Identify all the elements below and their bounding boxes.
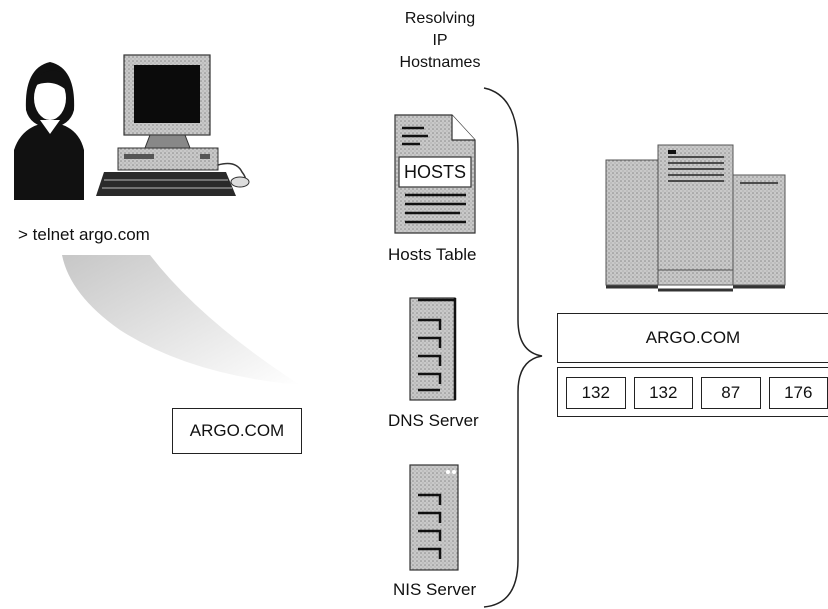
heading-line-3: Hostnames	[399, 54, 481, 71]
ip-octet-4: 176	[768, 377, 828, 409]
nis-server-icon	[409, 464, 459, 571]
dns-server-icon	[409, 297, 457, 401]
user-icon	[14, 45, 84, 200]
hosts-file-label: HOSTS	[403, 161, 466, 182]
telnet-command: > telnet argo.com	[18, 225, 150, 244]
hosts-table-label: Hosts Table	[388, 245, 477, 264]
ip-octet-3: 87	[701, 377, 761, 409]
mainframe-server-icon	[605, 144, 786, 292]
diagram-heading: Resolving IP Hostnames	[380, 8, 500, 74]
query-beam	[62, 255, 300, 385]
ip-address-row: 132 132 87 176	[557, 367, 828, 417]
dns-server-label: DNS Server	[388, 411, 479, 430]
brace	[483, 87, 543, 608]
nis-server-label: NIS Server	[393, 580, 477, 599]
hosts-file-icon	[394, 114, 476, 234]
ip-octet-2: 132	[633, 377, 693, 409]
workstation-icon	[96, 54, 250, 196]
target-hostname-box: ARGO.COM	[557, 313, 828, 363]
heading-line-2: IP	[432, 32, 448, 49]
ip-octet-1: 132	[566, 377, 626, 409]
heading-line-1: Resolving	[404, 10, 476, 27]
query-hostname-box: ARGO.COM	[172, 408, 302, 454]
